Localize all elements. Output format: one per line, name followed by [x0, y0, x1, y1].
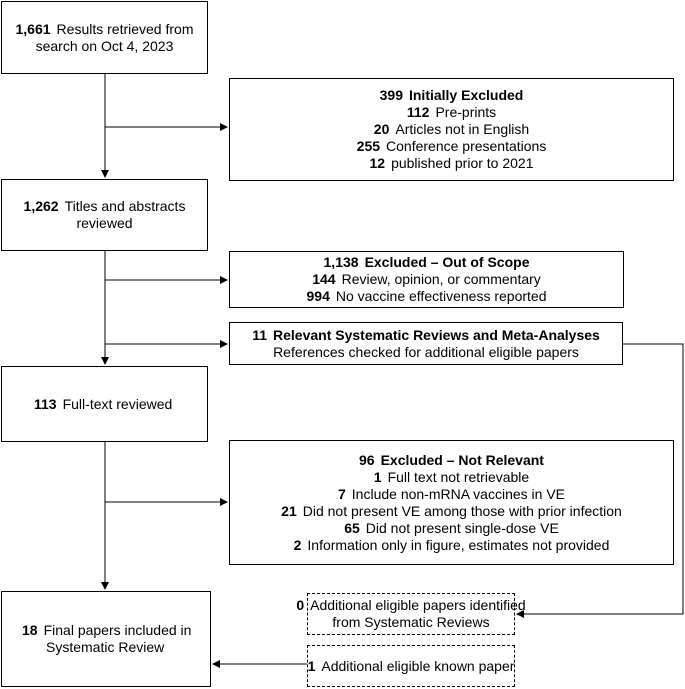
out-of-scope-title: Excluded – Out of Scope [364, 254, 530, 270]
fulltext-count: 113 [34, 395, 57, 412]
exclusion-label: Information only in figure, estimates no… [307, 536, 610, 553]
final-papers-box: 18 Final papers included in Systematic Re… [1, 591, 211, 687]
systematic-reviews-box: 11 Relevant Systematic Reviews and Meta-A… [229, 322, 623, 365]
search-results-box: 1,661 Results retrieved from search on Oc… [1, 1, 208, 74]
additional-known-text: Additional eligible known paper [321, 657, 515, 674]
exclusion-count: 2 [293, 536, 302, 553]
additional-sr-text-2: from Systematic Reviews [332, 614, 490, 630]
initially-excluded-box: 399 Initially Excluded 112 Pre-prints 20 Ar… [229, 78, 674, 181]
final-text: Final papers included in [43, 622, 192, 638]
titles-abstracts-box: 1,262 Titles and abstracts reviewed [1, 179, 208, 251]
exclusion-label: Full text not retrievable [387, 468, 530, 485]
additional-sr-count: 0 [296, 597, 305, 613]
search-text: Results retrieved from [56, 20, 194, 37]
final-count: 18 [22, 622, 38, 638]
systematic-title: Relevant Systematic Reviews and Meta-Ana… [273, 326, 600, 343]
exclusion-count: 65 [344, 519, 360, 536]
additional-sr-text: Additional eligible papers identified [310, 597, 526, 613]
systematic-count: 11 [252, 326, 267, 343]
additional-known-box: 1 Additional eligible known paper [307, 645, 515, 687]
exclusion-label: Include non-mRNA vaccines in VE [351, 485, 565, 502]
exclusion-label: Did not present VE among those with prio… [302, 502, 622, 519]
not-relevant-box: 96 Excluded – Not Relevant 1 Full text not… [229, 440, 674, 565]
initial-excluded-count: 399 [379, 87, 403, 103]
exclusion-count: 255 [356, 138, 381, 154]
search-count: 1,661 [15, 20, 51, 37]
arrow-systematic-to-additional [516, 343, 684, 618]
initial-excluded-title: Initially Excluded [408, 87, 524, 103]
exclusion-count: 1 [373, 468, 382, 485]
exclusion-label: Review, opinion, or commentary [341, 271, 541, 287]
titles-text-2: reviewed [76, 215, 133, 231]
exclusion-label: Pre-prints [435, 104, 497, 120]
titles-count: 1,262 [23, 198, 59, 214]
exclusion-count: 7 [337, 485, 346, 502]
search-text-2: search on Oct 4, 2023 [35, 37, 174, 54]
exclusion-count: 20 [373, 121, 390, 137]
exclusion-count: 994 [306, 288, 330, 304]
additional-known-count: 1 [307, 657, 316, 674]
titles-text: Titles and abstracts [64, 198, 186, 214]
final-text-2: Systematic Review [46, 639, 165, 655]
out-of-scope-count: 1,138 [323, 254, 359, 270]
exclusion-count: 112 [406, 104, 430, 120]
additional-sr-box: 0 Additional eligible papers identified f… [296, 593, 526, 635]
out-of-scope-box: 1,138 Excluded – Out of Scope 144 Review, … [229, 251, 624, 308]
not-relevant-count: 96 [359, 451, 375, 468]
systematic-text: References checked for additional eligib… [273, 343, 579, 360]
exclusion-label: published prior to 2021 [391, 155, 534, 171]
exclusion-label: Conference presentations [386, 138, 547, 154]
exclusion-count: 12 [369, 155, 386, 171]
not-relevant-title: Excluded – Not Relevant [380, 451, 544, 468]
exclusion-count: 144 [312, 271, 336, 287]
exclusion-count: 21 [281, 502, 297, 519]
fulltext-box: 113 Full-text reviewed [1, 366, 208, 442]
exclusion-label: Articles not in English [395, 121, 530, 137]
fulltext-text: Full-text reviewed [62, 395, 173, 412]
exclusion-label: No vaccine effectiveness reported [335, 288, 547, 304]
exclusion-label: Did not present single-dose VE [365, 519, 559, 536]
